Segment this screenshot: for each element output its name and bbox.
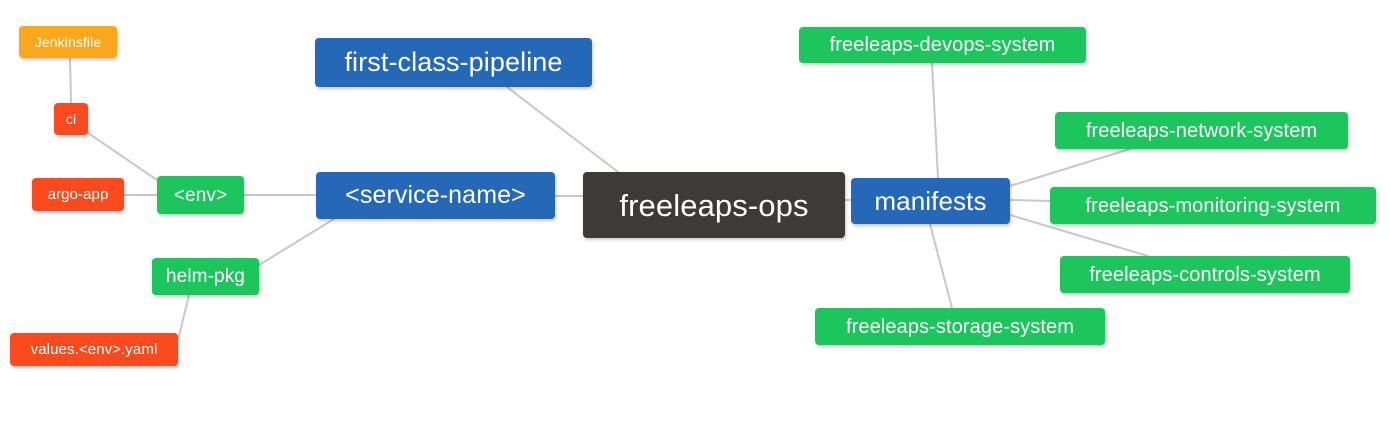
edge-manifests-to-freeleaps-controls-system <box>1009 214 1149 257</box>
node-argo-app[interactable]: argo-app <box>32 178 124 211</box>
node-freeleaps-monitoring-system[interactable]: freeleaps-monitoring-system <box>1050 187 1376 224</box>
node-manifests[interactable]: manifests <box>851 178 1010 224</box>
edge-manifests-to-freeleaps-storage-system <box>929 223 953 309</box>
node-values-yaml[interactable]: values.<env>.yaml <box>10 333 178 366</box>
edge-helm-pkg-to-service-name <box>258 218 335 266</box>
node-service-name[interactable]: <service-name> <box>316 172 555 219</box>
edge-manifests-to-freeleaps-network-system <box>1009 148 1131 187</box>
node-freeleaps-ops[interactable]: freeleaps-ops <box>583 172 845 238</box>
node-first-class-pipeline[interactable]: first-class-pipeline <box>315 38 592 87</box>
node-freeleaps-network-system[interactable]: freeleaps-network-system <box>1055 112 1348 149</box>
node-env[interactable]: <env> <box>157 176 244 214</box>
node-ci[interactable]: ci <box>54 103 88 135</box>
edge-first-class-pipeline-to-freeleaps-ops <box>506 86 619 173</box>
edge-jenkinsfile-to-ci <box>69 57 72 104</box>
edge-ci-to-env <box>87 132 158 181</box>
edge-manifests-to-freeleaps-monitoring-system <box>1009 199 1051 202</box>
edge-manifests-to-freeleaps-devops-system <box>931 62 939 179</box>
node-freeleaps-storage-system[interactable]: freeleaps-storage-system <box>815 308 1105 345</box>
node-jenkinsfile[interactable]: Jenkinsfile <box>19 26 117 58</box>
node-freeleaps-devops-system[interactable]: freeleaps-devops-system <box>799 27 1086 63</box>
node-helm-pkg[interactable]: helm-pkg <box>152 258 259 295</box>
node-freeleaps-controls-system[interactable]: freeleaps-controls-system <box>1060 256 1350 293</box>
edge-values-yaml-to-helm-pkg <box>177 294 190 341</box>
